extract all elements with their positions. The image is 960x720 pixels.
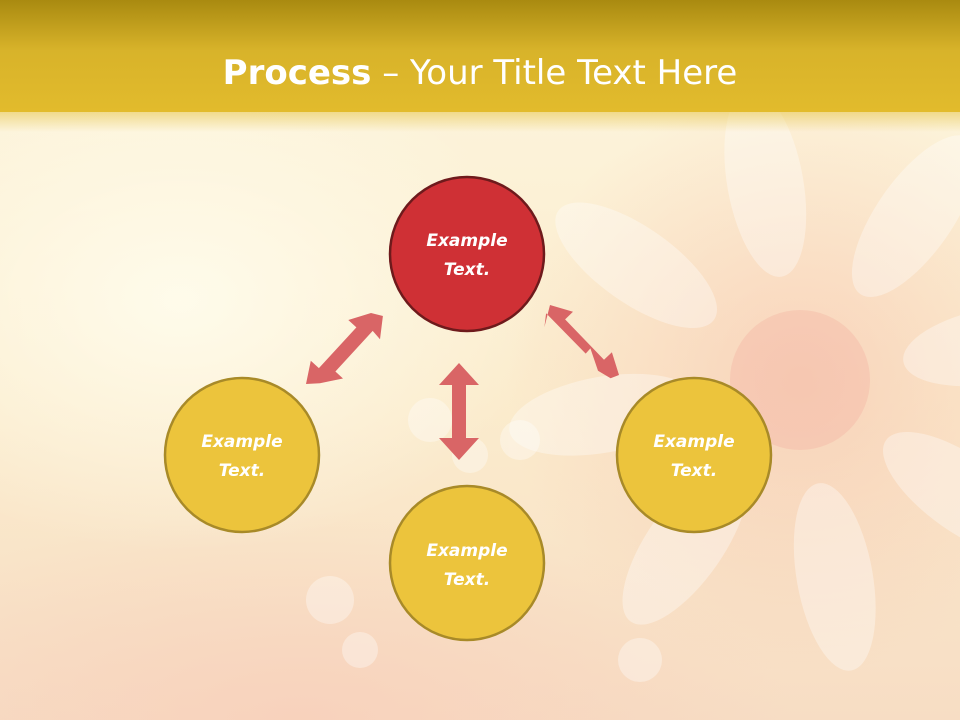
- node-left: Example Text.: [163, 376, 321, 534]
- node-top-label-line2: Text.: [444, 260, 490, 280]
- slide-title: Process – Your Title Text Here: [0, 50, 960, 96]
- slide-title-bold: Process: [222, 53, 372, 93]
- arrow-top-bottom: [439, 363, 479, 460]
- node-left-label-line2: Text.: [219, 461, 265, 481]
- node-right-label-line1: Example: [653, 432, 734, 452]
- node-right: Example Text.: [615, 376, 773, 534]
- node-bottom-label-line1: Example: [426, 541, 507, 561]
- title-bar-fade: [0, 108, 960, 132]
- node-top: Example Text.: [388, 175, 546, 333]
- node-bottom-circle: [388, 484, 546, 642]
- title-bar: [0, 0, 960, 112]
- node-left-circle: [163, 376, 321, 534]
- node-left-label-line1: Example: [201, 432, 282, 452]
- slide-title-rest: Your Title Text Here: [410, 53, 738, 93]
- arrow-top-right: [544, 305, 619, 379]
- node-right-label-line2: Text.: [671, 461, 717, 481]
- node-bottom-label-line2: Text.: [444, 570, 490, 590]
- slide-title-separator: –: [371, 53, 411, 93]
- node-right-circle: [615, 376, 773, 534]
- arrow-top-left: [306, 313, 383, 384]
- node-bottom: Example Text.: [388, 484, 546, 642]
- node-top-circle: [388, 175, 546, 333]
- node-top-label-line1: Example: [426, 231, 507, 251]
